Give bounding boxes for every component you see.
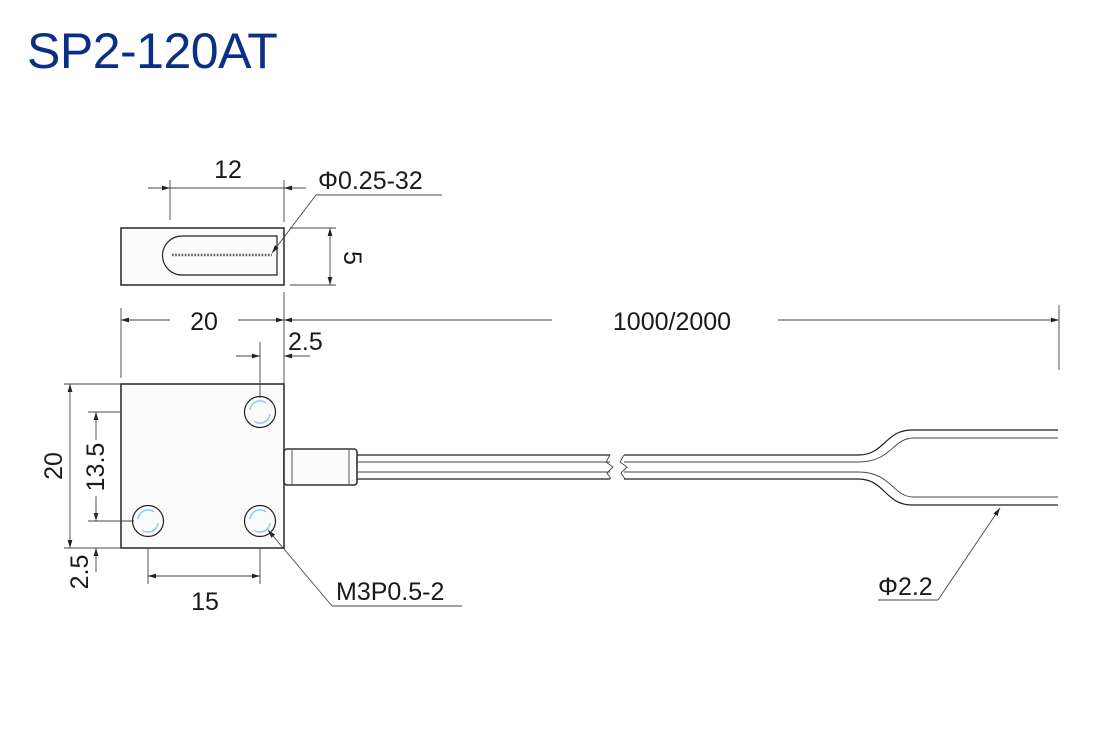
dim-label-top-width: 12 xyxy=(214,156,242,184)
dim-label-hole-spacing-v: 13.5 xyxy=(82,443,110,492)
dim-label-bottom-offset: 2.5 xyxy=(66,555,94,590)
dim-top-width: 12 xyxy=(148,156,306,222)
dim-label-hole-spec: Φ0.25-32 xyxy=(318,167,423,195)
front-view xyxy=(120,383,1058,549)
cable-gland xyxy=(283,448,358,486)
dim-hole-spacing-h: 15 xyxy=(147,548,261,616)
dim-label-hole-spacing-h: 15 xyxy=(191,588,219,616)
sensor-slot xyxy=(161,235,278,276)
dim-label-thread-spec: M3P0.5-2 xyxy=(336,578,444,606)
top-view xyxy=(120,227,285,286)
dim-cable-length: 1000/2000 xyxy=(284,305,1060,370)
dim-label-cable-diameter: Φ2.2 xyxy=(878,573,933,601)
drawing-title: SP2-120AT xyxy=(27,23,278,79)
dim-thread-spec: M3P0.5-2 xyxy=(267,529,462,607)
dim-body-height: 20 xyxy=(40,383,121,549)
dim-body-width: 20 xyxy=(120,292,285,384)
dim-hole-spacing-v: 13.5 xyxy=(82,411,134,522)
cable xyxy=(357,429,1058,506)
dim-top-height: 5 xyxy=(290,227,366,286)
dim-label-offset: 2.5 xyxy=(288,328,323,356)
dim-label-top-height: 5 xyxy=(338,251,366,265)
dim-offset: 2.5 xyxy=(236,328,323,398)
dim-cable-diameter: Φ2.2 xyxy=(878,507,1001,601)
dim-label-cable-length: 1000/2000 xyxy=(613,308,731,336)
dim-hole-spec: Φ0.25-32 xyxy=(271,167,442,254)
mounting-hole-bottom-right xyxy=(243,504,277,538)
sensor-body xyxy=(120,383,285,549)
dim-label-body-width: 20 xyxy=(190,308,218,336)
dim-bottom-offset: 2.5 xyxy=(66,500,99,590)
dim-label-body-height: 20 xyxy=(40,452,68,480)
